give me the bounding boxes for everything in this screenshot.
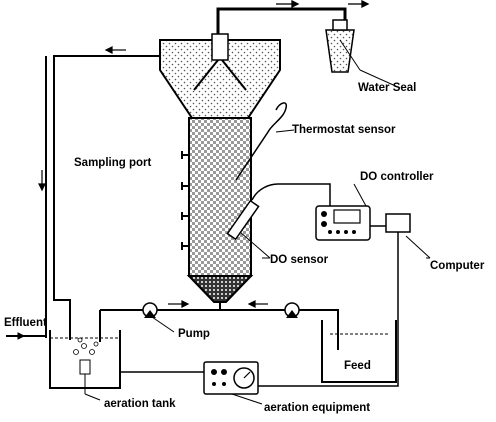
air-line [119, 350, 204, 373]
gas-line [216, 7, 347, 34]
thermostat-sensor [235, 102, 295, 181]
aeration-tank-label: aeration tank [104, 398, 176, 410]
gas-separator [193, 59, 247, 91]
control-line [258, 238, 399, 387]
gas-collector-tube [211, 33, 229, 61]
aeration-tank [49, 330, 121, 401]
computer [370, 213, 431, 259]
aeration-equipment-label: aeration equipment [264, 402, 370, 414]
water-seal-bottle [325, 19, 401, 89]
sampling-port-label: Sampling port [74, 157, 151, 169]
flow-arrows [168, 300, 268, 308]
feed-tank [321, 320, 397, 383]
effluent-label: Effluent [4, 317, 47, 329]
do-controller-label: DO controller [360, 171, 434, 183]
feed-label: Feed [344, 360, 371, 372]
do-sensor [226, 183, 331, 259]
feed-line [99, 302, 339, 350]
recycle-arrows [38, 46, 126, 192]
do-sensor-label: DO sensor [270, 254, 329, 266]
pump-right [284, 302, 300, 318]
aeration-equipment [203, 361, 263, 405]
do-controller [315, 183, 371, 241]
recycle-line [45, 55, 160, 340]
sampling-ports [181, 151, 189, 250]
pump-label: Pump [178, 328, 210, 340]
effluent-outlet [6, 332, 46, 340]
water-seal-label: Water Seal [358, 82, 416, 94]
gas-arrow [276, 0, 370, 9]
pump-leader [151, 316, 175, 333]
thermostat-sensor-label: Thermostat sensor [292, 124, 396, 136]
computer-label: Computer [430, 260, 485, 272]
reactor [159, 33, 281, 303]
pump-left [142, 302, 158, 318]
